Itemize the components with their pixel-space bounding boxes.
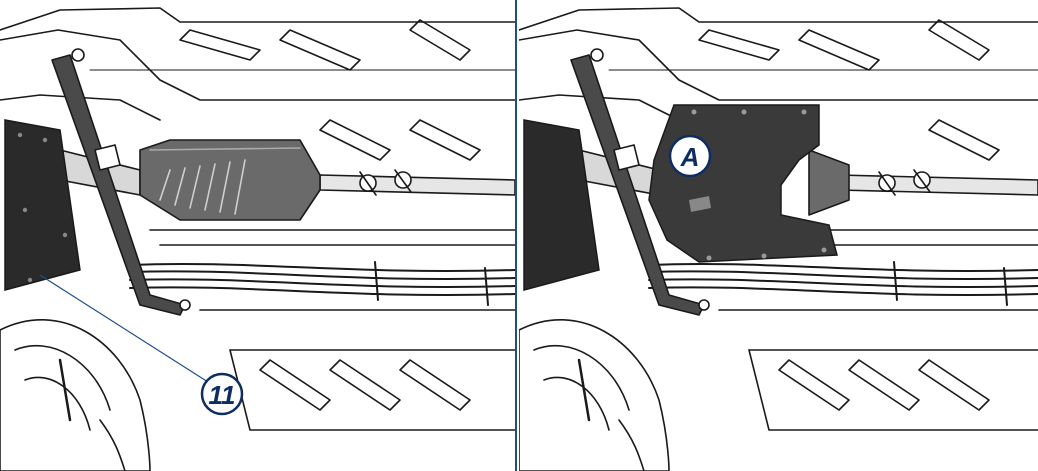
heat-shield-panel: [4, 119, 81, 291]
callout-leader-line: [39, 274, 209, 383]
underbody-drawing-right: [519, 7, 1038, 471]
callout-marker-a: A: [668, 134, 712, 178]
heat-shield-panel: [523, 119, 600, 291]
illustration-right-panel: A: [519, 0, 1038, 471]
illustration-left-panel: 11: [0, 0, 515, 471]
frame-line-left: [515, 0, 517, 471]
callout-label: 11: [209, 380, 236, 410]
underbody-drawing-left: [0, 7, 515, 471]
panel-divider: [515, 0, 519, 471]
callout-marker-11: 11: [200, 372, 244, 416]
callout-label: A: [680, 142, 700, 172]
shield-slot: [689, 196, 711, 212]
